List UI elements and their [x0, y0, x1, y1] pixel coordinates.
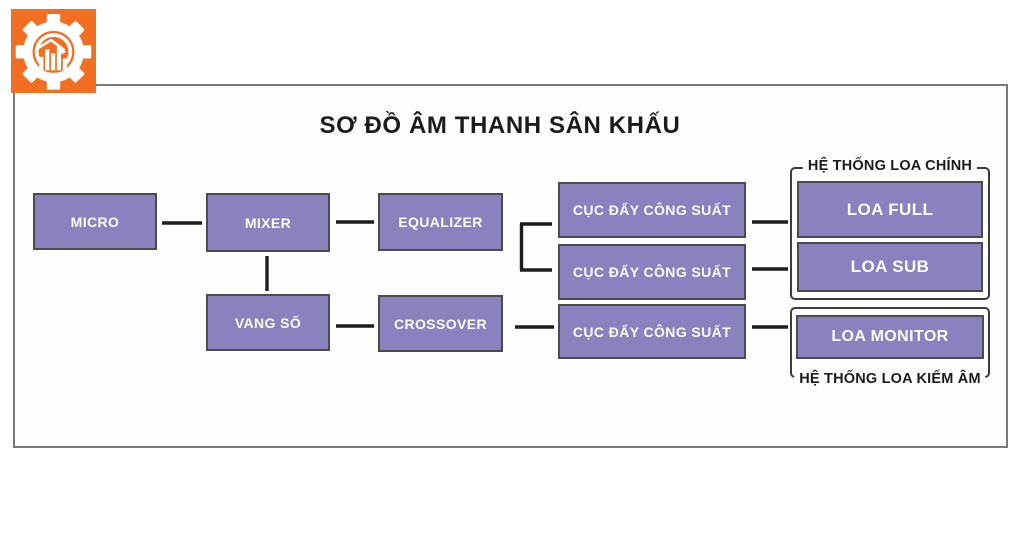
group-main-label: HỆ THỐNG LOA CHÍNH — [802, 158, 978, 174]
node-loa-full: LOA FULL — [797, 181, 983, 238]
node-loa-sub: LOA SUB — [797, 242, 983, 292]
gear-chart-icon — [11, 9, 96, 93]
node-power-amp-top: CỤC ĐẨY CÔNG SUẤT — [558, 182, 746, 238]
node-vang-so: VANG SỐ — [206, 294, 330, 351]
node-micro: MICRO — [33, 193, 157, 250]
diagram-title: SƠ ĐỒ ÂM THANH SÂN KHẤU — [319, 112, 681, 139]
node-equalizer: EQUALIZER — [378, 193, 503, 251]
node-crossover: CROSSOVER — [378, 295, 503, 352]
node-loa-monitor: LOA MONITOR — [796, 315, 984, 359]
group-monitor-speakers: LOA MONITOR HỆ THỐNG LOA KIỂM ÂM — [790, 307, 990, 387]
group-monitor-label: HỆ THỐNG LOA KIỂM ÂM — [794, 371, 986, 387]
group-main-speakers: HỆ THỐNG LOA CHÍNH LOA FULL LOA SUB — [790, 158, 990, 300]
node-mixer: MIXER — [206, 193, 330, 252]
node-power-amp-mid: CỤC ĐẨY CÔNG SUẤT — [558, 244, 746, 300]
node-power-amp-bottom: CỤC ĐẨY CÔNG SUẤT — [558, 304, 746, 359]
logo — [11, 9, 96, 93]
